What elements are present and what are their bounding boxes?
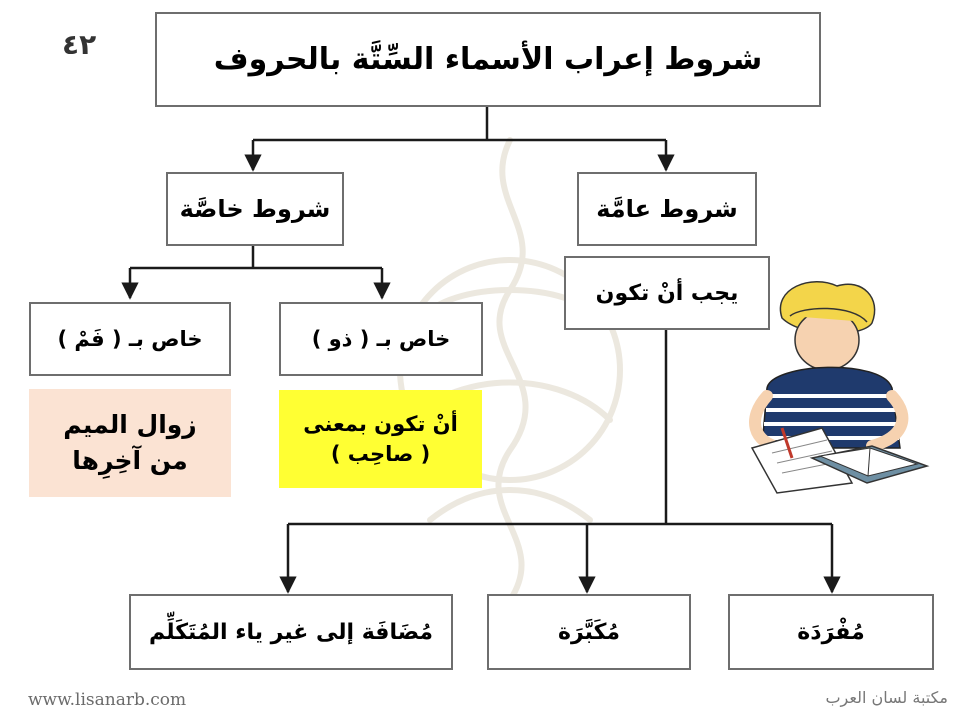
dhu-condition-label: خاص بـ ( ذو ): [311, 327, 451, 351]
special-conditions-heading: شروط خاصَّة: [179, 195, 331, 223]
general-conditions-box: شروط عامَّة: [577, 172, 757, 246]
item-box-added-to-non-speaker: مُضَافَة إلى غير ياء المُتَكَلِّم: [129, 594, 453, 670]
general-subheading-text: يجب أنْ تكون: [595, 280, 739, 306]
website-url: www.lisanarb.com: [28, 690, 187, 710]
fam-condition-label: خاص بـ ( فَمْ ): [57, 327, 203, 351]
title-text: شروط إعراب الأسماء السِّتَّة بالحروف: [213, 42, 763, 77]
fam-note: زوال الميم من آخِرِها: [29, 389, 231, 497]
boy-studying-illustration: [749, 281, 930, 494]
general-subheading-box: يجب أنْ تكون: [564, 256, 770, 330]
title-box: شروط إعراب الأسماء السِّتَّة بالحروف: [155, 12, 821, 107]
publisher-logo-text: مكتبة لسان العرب: [825, 688, 948, 707]
item-box-enlarged: مُكَبَّرَة: [487, 594, 691, 670]
item-enlarged: مُكَبَّرَة: [557, 619, 621, 645]
dhu-condition-box: خاص بـ ( ذو ): [279, 302, 483, 376]
fam-note-line-2: من آخِرِها: [72, 446, 188, 475]
dhu-note-line-2: ( صاحِب ): [330, 442, 431, 466]
page-number: ٤٢: [62, 28, 97, 61]
dhu-note-line-1: أنْ تكون بمعنى: [303, 411, 458, 436]
special-conditions-box: شروط خاصَّة: [166, 172, 344, 246]
item-added-to-non-speaker: مُضَافَة إلى غير ياء المُتَكَلِّم: [148, 619, 434, 645]
item-singular: مُفْرَدَة: [797, 619, 865, 645]
dhu-note: أنْ تكون بمعنى ( صاحِب ): [279, 390, 482, 488]
item-box-singular: مُفْرَدَة: [728, 594, 934, 670]
fam-condition-box: خاص بـ ( فَمْ ): [29, 302, 231, 376]
fam-note-line-1: زوال الميم: [63, 409, 197, 439]
general-conditions-heading: شروط عامَّة: [596, 195, 738, 223]
